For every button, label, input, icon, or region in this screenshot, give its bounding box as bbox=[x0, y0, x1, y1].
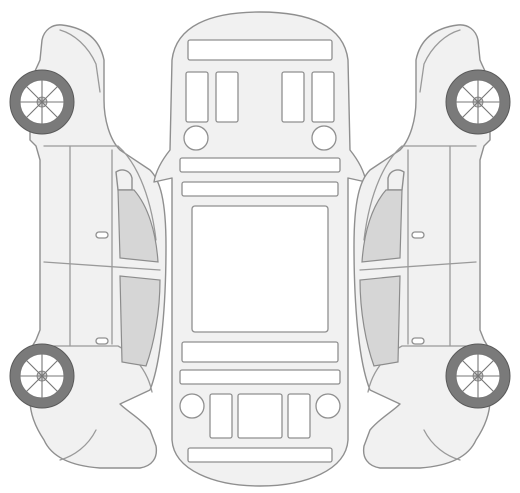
right-rear-door-handle bbox=[411, 337, 425, 345]
left-roof-line bbox=[43, 145, 157, 241]
top-windshield-bar-1 bbox=[179, 157, 341, 173]
top-front-right-light bbox=[311, 125, 337, 151]
top-rear-left-light bbox=[179, 393, 205, 419]
right-belt-line bbox=[359, 261, 477, 271]
left-belt-line bbox=[43, 261, 161, 271]
left-rear-window bbox=[119, 275, 161, 367]
top-trunk-panel-1 bbox=[209, 393, 233, 439]
left-hood-line bbox=[59, 29, 101, 93]
top-roof-panel bbox=[191, 205, 329, 333]
top-front-left-light bbox=[183, 125, 209, 151]
right-front-wheel bbox=[445, 69, 511, 135]
left-front-wheel bbox=[9, 69, 75, 135]
top-rear-bar-2 bbox=[179, 369, 341, 385]
top-trunk-panel-2 bbox=[237, 393, 283, 439]
top-rear-bar-1 bbox=[181, 341, 339, 363]
right-hood-line bbox=[419, 29, 461, 93]
right-mirror bbox=[387, 169, 405, 191]
top-trunk-panel-3 bbox=[287, 393, 311, 439]
right-rear-wheel bbox=[445, 343, 511, 409]
right-front-window bbox=[361, 189, 403, 263]
top-hood-panel-2 bbox=[215, 71, 239, 123]
top-view bbox=[153, 11, 367, 487]
top-rear-right-light bbox=[315, 393, 341, 419]
left-mirror bbox=[115, 169, 133, 191]
left-tail-line bbox=[59, 429, 97, 461]
right-tail-line bbox=[423, 429, 461, 461]
top-windshield-bar-2 bbox=[181, 181, 339, 197]
left-rear-wheel bbox=[9, 343, 75, 409]
top-hood-panel-4 bbox=[311, 71, 335, 123]
top-rear-bar-3 bbox=[187, 447, 333, 463]
top-front-bar bbox=[187, 39, 333, 61]
right-side-view bbox=[353, 24, 511, 469]
right-roof-line bbox=[363, 145, 477, 241]
top-hood-panel-1 bbox=[185, 71, 209, 123]
right-rear-window bbox=[359, 275, 401, 367]
left-side-view bbox=[9, 24, 167, 469]
left-front-door-handle bbox=[95, 231, 109, 239]
top-hood-panel-3 bbox=[281, 71, 305, 123]
right-front-door-handle bbox=[411, 231, 425, 239]
left-front-window bbox=[117, 189, 159, 263]
left-rear-door-handle bbox=[95, 337, 109, 345]
